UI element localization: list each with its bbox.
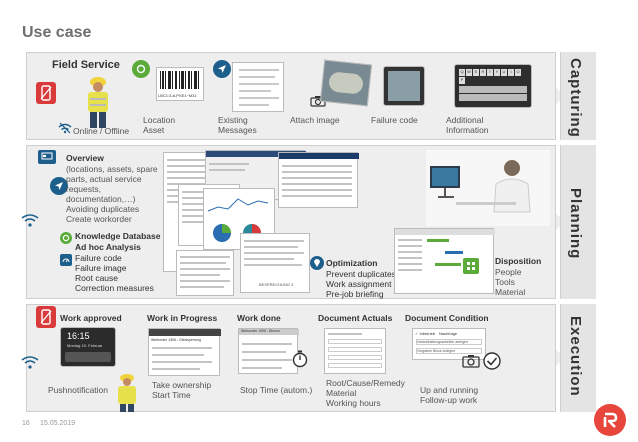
cond-row-2: Vorgaben Bloxe anlegen xyxy=(416,348,482,354)
key-q: Q xyxy=(459,69,465,76)
key-w: W xyxy=(466,69,472,76)
page-title: Use case xyxy=(22,24,92,41)
wifi-icon-planning xyxy=(20,212,40,228)
step-attach-image: Attach image xyxy=(290,115,340,125)
col-document-actuals: Document Actuals xyxy=(318,313,393,323)
field-worker-image xyxy=(88,77,108,128)
disposition-grid-icon xyxy=(463,258,479,274)
wip-screen: Werkorder 1906 - Gleissperrung xyxy=(148,328,221,376)
doc-actuals-screen xyxy=(324,328,386,374)
planning-side xyxy=(560,145,596,299)
stop-time-label: Stop Time (autom.) xyxy=(240,385,313,395)
knowledge-db-icon xyxy=(60,232,72,244)
optimization-list: Prevent duplicates Work assignment Pre-j… xyxy=(326,269,396,299)
pushnotification-label: Pushnotification xyxy=(48,385,109,395)
wip-title: Werkorder 1906 - Gleissperrung xyxy=(151,338,201,342)
step-location-asset: Location Asset xyxy=(143,115,176,135)
key-e: E xyxy=(473,69,479,76)
page-number: 16 xyxy=(22,420,30,427)
step-failure-code: Failure code xyxy=(371,115,418,125)
key-p: P xyxy=(459,77,465,84)
online-offline-label: Online / Offline xyxy=(73,126,130,136)
key-t: T xyxy=(487,69,493,76)
col-document-condition: Document Condition xyxy=(405,313,489,323)
col-work-in-progress: Work in Progress xyxy=(147,313,218,323)
planner-photo xyxy=(426,150,550,226)
capturing-label: Capturing xyxy=(567,58,584,138)
attach-image-photo xyxy=(319,59,373,107)
gantt-screenshot xyxy=(394,228,495,294)
mobile-app-icon-execution xyxy=(36,306,56,328)
done-title: Werkorder 1906 - Bloxen xyxy=(241,329,280,333)
phone-date: Montag 15. Februar xyxy=(67,343,103,348)
footer-date: 15.05.2019 xyxy=(40,420,76,427)
phone-time: 16:15 xyxy=(67,331,90,341)
planning-table-screenshot xyxy=(278,152,359,208)
take-ownership-label: Take ownership Start Time xyxy=(152,380,212,400)
step-existing-messages: Existing Messages xyxy=(218,115,257,135)
capturing-side xyxy=(560,52,596,140)
failure-code-tablet-image xyxy=(383,66,425,106)
doc-caption: BESPRECHUNG 3 xyxy=(259,282,294,287)
location-pointer-icon xyxy=(213,60,231,78)
key-u: U xyxy=(501,69,507,76)
checkmark-icon xyxy=(483,352,501,375)
optimization-heading: Optimization xyxy=(326,258,378,268)
work-done-screen: Werkorder 1906 - Bloxen xyxy=(238,328,299,374)
disposition-heading: Disposition xyxy=(495,256,542,266)
overview-heading: Overview xyxy=(66,153,104,163)
key-o: O xyxy=(515,69,521,76)
adhoc-analysis-heading: Ad hoc Analysis xyxy=(75,242,141,252)
knowledge-list: Failure code Failure image Root cause Co… xyxy=(75,253,154,293)
wifi-icon-execution xyxy=(20,354,40,370)
cond-option-nachfolge[interactable]: Nachfolge xyxy=(439,331,458,336)
step-additional-information: Additional Information xyxy=(446,115,489,135)
stopwatch-icon xyxy=(292,350,308,373)
key-r: R xyxy=(480,69,486,76)
mobile-app-icon xyxy=(36,82,56,104)
key-i: I xyxy=(508,69,514,76)
col-work-done: Work done xyxy=(237,313,281,323)
barcode-scan-icon xyxy=(132,60,150,78)
phone-lockscreen: 16:15 Montag 15. Februar xyxy=(60,327,116,367)
messages-list-image xyxy=(232,62,284,112)
col-work-approved: Work approved xyxy=(60,313,122,323)
keyboard-tablet-image: Q W E R T Y U I O P xyxy=(454,64,532,108)
key-y: Y xyxy=(494,69,500,76)
no-wifi-icon xyxy=(58,122,72,134)
barcode-image: LBC1:3-8-PSE1~M31 xyxy=(156,67,204,101)
field-service-heading: Field Service xyxy=(52,59,120,71)
knowledge-db-heading: Knowledge Database xyxy=(75,231,161,241)
cond-option-inbetrieb[interactable]: ✓ Inbetrieb xyxy=(415,331,436,336)
gauge-icon xyxy=(60,254,72,266)
work-list-screenshot xyxy=(176,250,234,296)
overview-list: (locations, assets, spare parts, actual … xyxy=(66,164,158,224)
optimization-pin-icon xyxy=(310,256,324,270)
disposition-list: People Tools Material xyxy=(495,267,526,297)
cond-row-1: Instandhaltungsarbeiten anlegen xyxy=(416,339,482,345)
brand-logo xyxy=(594,404,626,436)
camera-icon-execution xyxy=(462,354,480,373)
doc-condition-screen: ✓ Inbetrieb Nachfolge Instandhaltungsarb… xyxy=(412,328,486,360)
barcode-text: LBC1:3-8-PSE1~M31 xyxy=(158,93,197,98)
document-page-screenshot: BESPRECHUNG 3 xyxy=(240,233,310,293)
doc-condition-list: Up and running Follow-up work xyxy=(420,385,479,405)
execution-label: Execution xyxy=(567,316,584,397)
field-worker-execution xyxy=(118,374,136,412)
execution-side xyxy=(560,304,596,412)
pointer-icon-planning xyxy=(50,177,68,195)
planning-label: Planning xyxy=(567,188,584,260)
dashboard-icon xyxy=(38,150,56,164)
doc-actuals-list: Root/Cause/Remedy Material Working hours xyxy=(326,378,405,408)
